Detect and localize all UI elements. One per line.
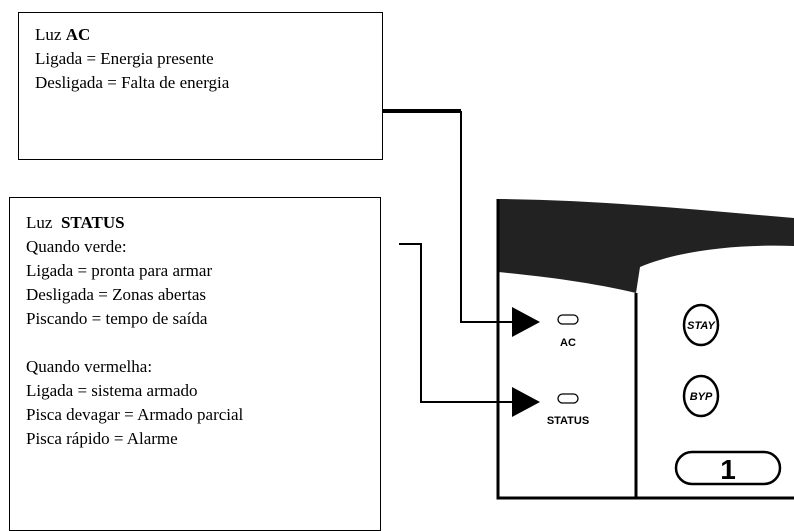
status-red-heading: Quando vermelha: <box>26 357 153 376</box>
status-red-slow: Pisca devagar = Armado parcial <box>26 405 244 424</box>
status-light-info-box: Luz STATUS Quando verde: Ligada = pronta… <box>9 197 381 531</box>
status-box-title: Luz STATUS <box>26 211 380 235</box>
status-connector <box>399 243 540 417</box>
status-green-off: Desligada = Zonas abertas <box>26 285 206 304</box>
status-title-bold: STATUS <box>60 213 125 232</box>
status-green-blink: Piscando = tempo de saída <box>26 309 208 328</box>
status-arrow-icon <box>512 387 540 417</box>
stay-button[interactable]: STAY <box>682 303 720 347</box>
status-red-fast: Pisca rápido = Alarme <box>26 429 178 448</box>
ac-led-icon <box>557 314 579 325</box>
status-green-heading: Quando verde: <box>26 237 127 256</box>
ac-arrow-icon <box>512 307 540 337</box>
panel-status-label: STATUS <box>547 415 589 427</box>
ac-line-on: Ligada = Energia presente <box>35 49 214 68</box>
ac-light-info-box: Luz AC Ligada = Energia presente Desliga… <box>18 12 383 160</box>
stay-button-label: STAY <box>687 320 716 332</box>
ac-box-title: Luz AC <box>35 23 382 47</box>
ac-title-prefix: Luz <box>35 25 66 44</box>
ac-line-off: Desligada = Falta de energia <box>35 73 230 92</box>
panel-outline <box>496 199 794 500</box>
status-led-icon <box>557 393 579 404</box>
status-title-prefix: Luz <box>26 213 61 232</box>
byp-button-label: BYP <box>690 391 713 403</box>
status-red-on: Ligada = sistema armado <box>26 381 198 400</box>
panel-top-bezel <box>498 199 794 293</box>
byp-button[interactable]: BYP <box>682 374 720 418</box>
key-1-button[interactable]: 1 <box>674 450 782 486</box>
ac-title-bold: AC <box>65 25 91 44</box>
panel-ac-label: AC <box>560 337 576 349</box>
key-1-label: 1 <box>720 454 736 485</box>
status-green-on: Ligada = pronta para armar <box>26 261 213 280</box>
